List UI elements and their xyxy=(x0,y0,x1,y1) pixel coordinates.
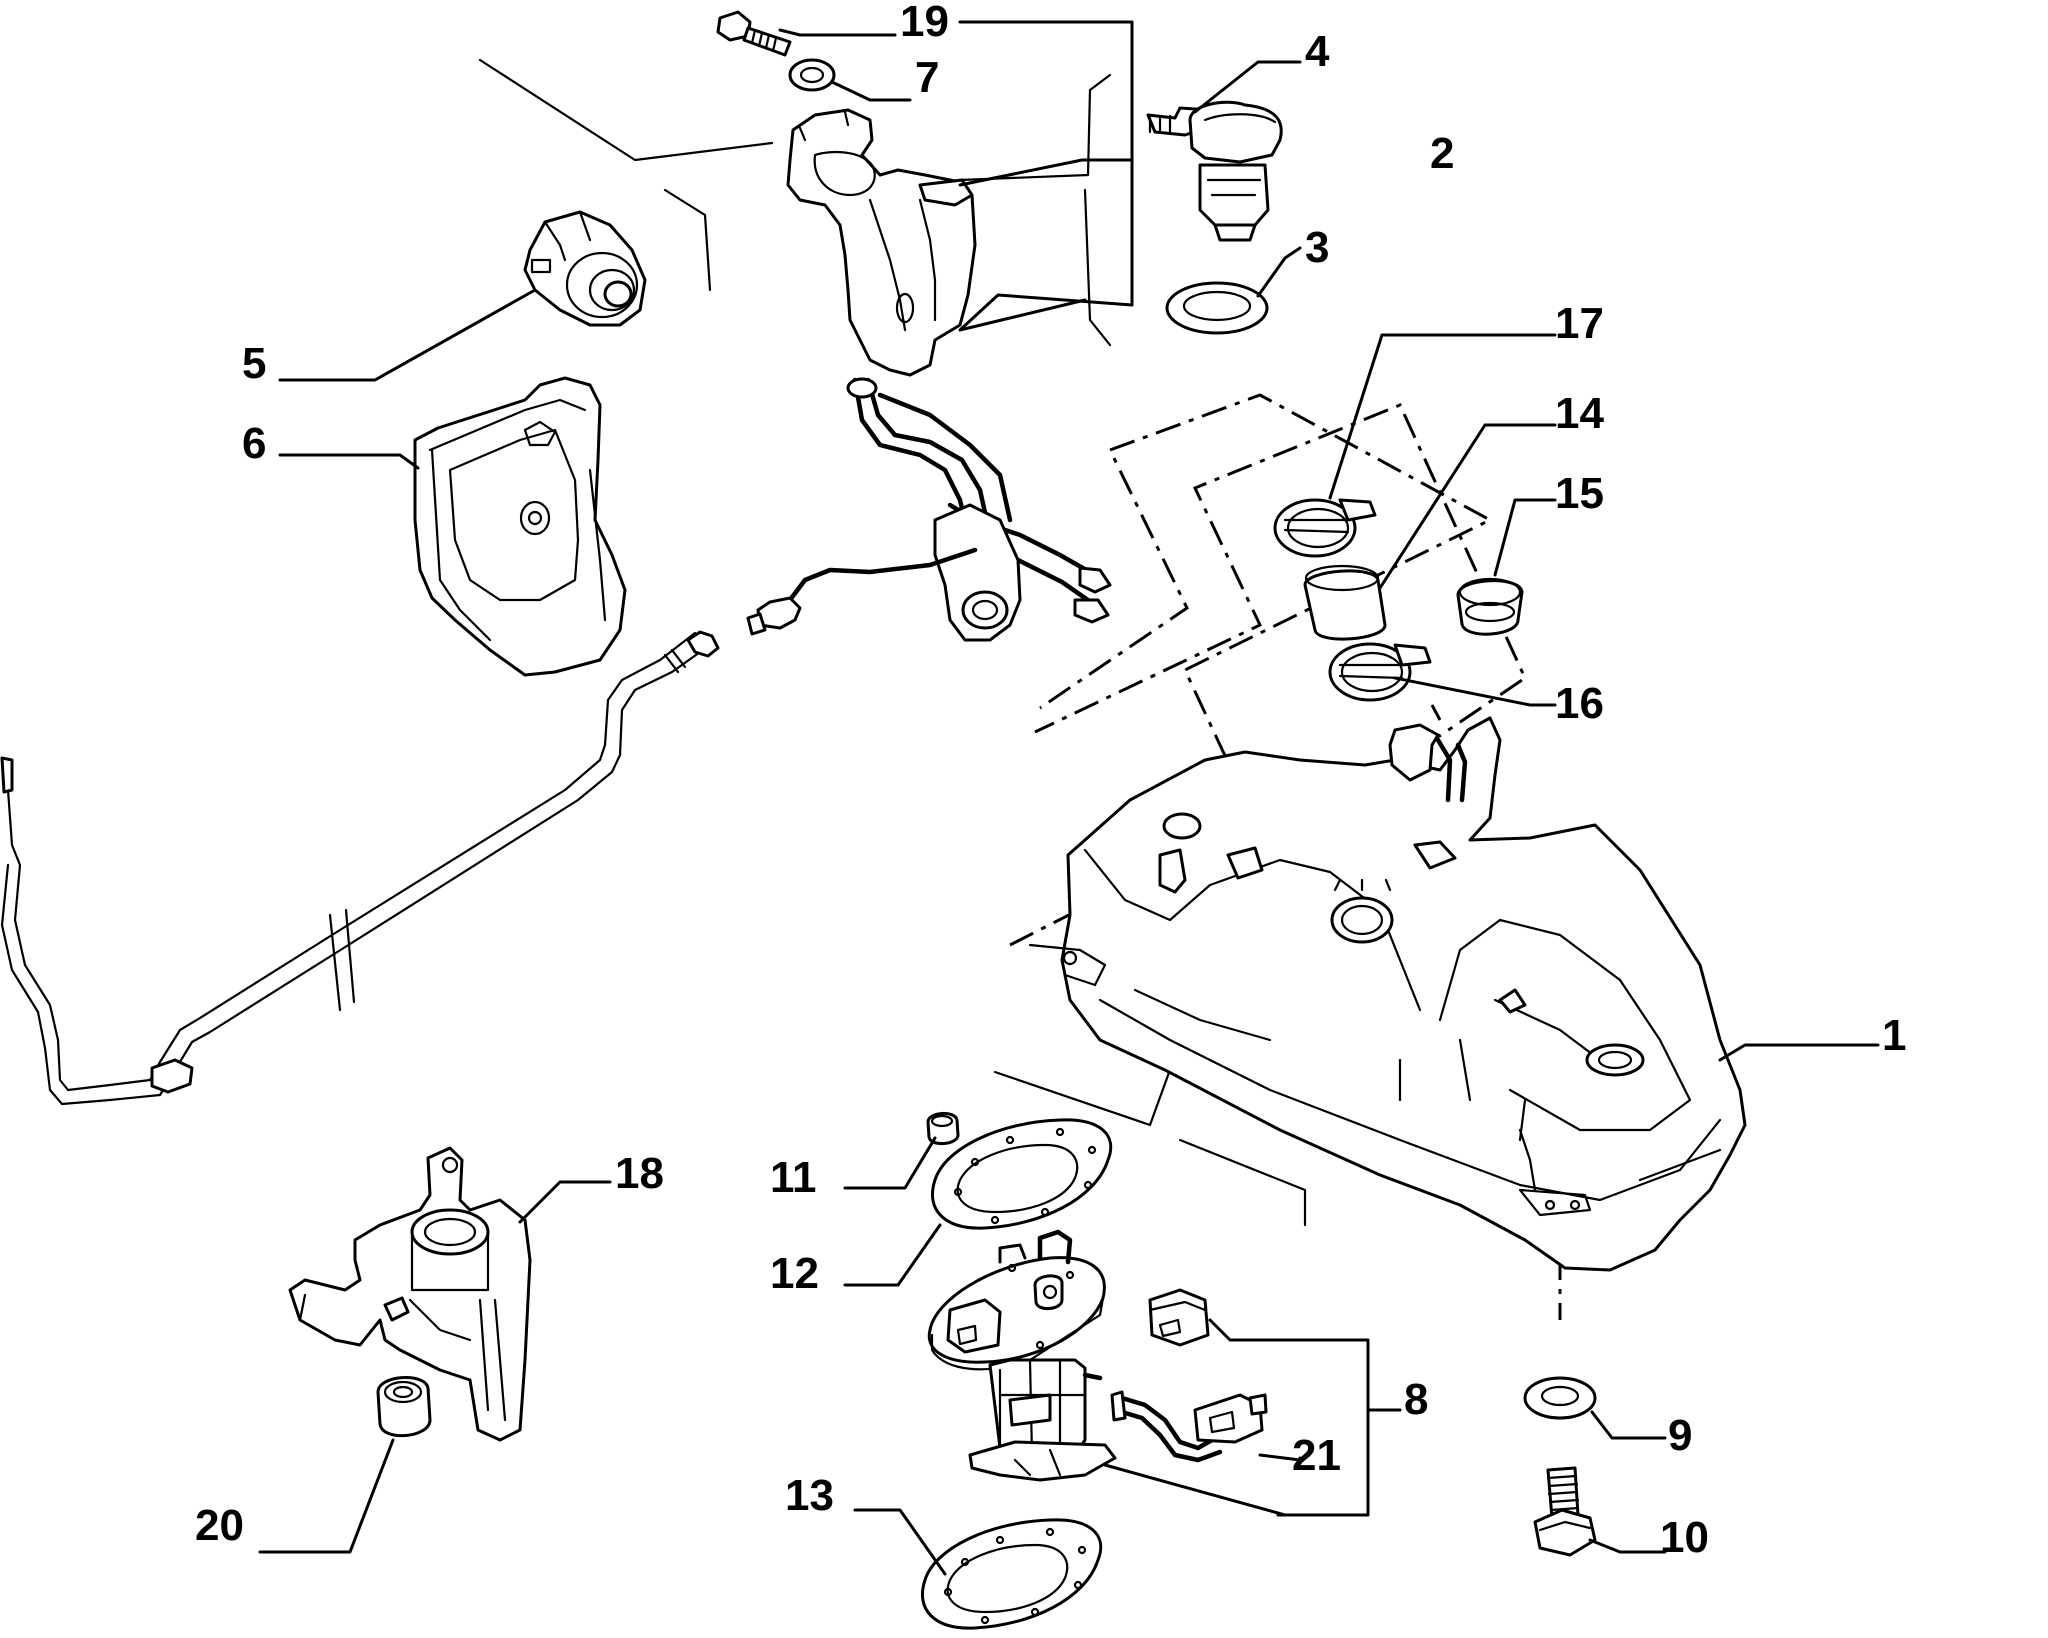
callout-1: 1 xyxy=(1882,1011,1906,1060)
callout-9: 9 xyxy=(1668,1411,1692,1460)
callout-20: 20 xyxy=(195,1501,244,1550)
callout-11: 11 xyxy=(770,1153,817,1202)
small-nut xyxy=(926,1112,960,1145)
callout-12: 12 xyxy=(770,1249,819,1298)
callout-19: 19 xyxy=(900,0,949,46)
fuel-tank xyxy=(1028,716,1747,1272)
nut xyxy=(376,1375,432,1438)
callout-7: 7 xyxy=(915,53,939,102)
callout-3: 3 xyxy=(1305,223,1329,272)
grommet xyxy=(1456,577,1524,636)
callout-18: 18 xyxy=(615,1149,664,1198)
filler-cap xyxy=(523,210,647,327)
mounting-bolt xyxy=(1533,1466,1597,1557)
callout-8: 8 xyxy=(1404,1375,1428,1424)
callout-2: 2 xyxy=(1430,129,1454,178)
mounting-washer xyxy=(1523,1376,1597,1420)
sender-gasket-lower xyxy=(921,1518,1103,1630)
fuel-line xyxy=(0,630,720,1106)
callout-17: 17 xyxy=(1555,299,1604,348)
electrical-connector xyxy=(1148,1288,1210,1347)
filler-neck-assembly xyxy=(746,108,1112,642)
callout-16: 16 xyxy=(1555,679,1604,728)
callout-6: 6 xyxy=(242,419,266,468)
wiring-harness xyxy=(1110,1390,1268,1463)
hose-clamp-lower xyxy=(1328,642,1432,702)
washer xyxy=(788,58,836,92)
fuel-pump-module xyxy=(927,1229,1117,1482)
leader-lines xyxy=(258,20,1880,1576)
bolt xyxy=(716,10,792,57)
filler-housing xyxy=(413,376,627,677)
mounting-bracket xyxy=(288,1146,532,1442)
callout-21: 21 xyxy=(1292,1431,1341,1480)
callout-4: 4 xyxy=(1305,27,1330,76)
seal-ring xyxy=(1165,281,1269,335)
vent-valve xyxy=(1146,100,1283,242)
callout-5: 5 xyxy=(242,339,266,388)
callout-13: 13 xyxy=(785,1471,834,1520)
hose-clamp-upper xyxy=(1273,498,1377,558)
hose-sleeve xyxy=(1303,564,1387,641)
sender-gasket-upper xyxy=(931,1118,1113,1230)
callout-14: 14 xyxy=(1555,389,1604,438)
callout-10: 10 xyxy=(1660,1513,1709,1562)
callout-15: 15 xyxy=(1555,469,1604,518)
callout-labels: 1 2 3 4 5 6 7 8 9 10 11 12 13 14 15 16 1… xyxy=(195,0,1906,1562)
